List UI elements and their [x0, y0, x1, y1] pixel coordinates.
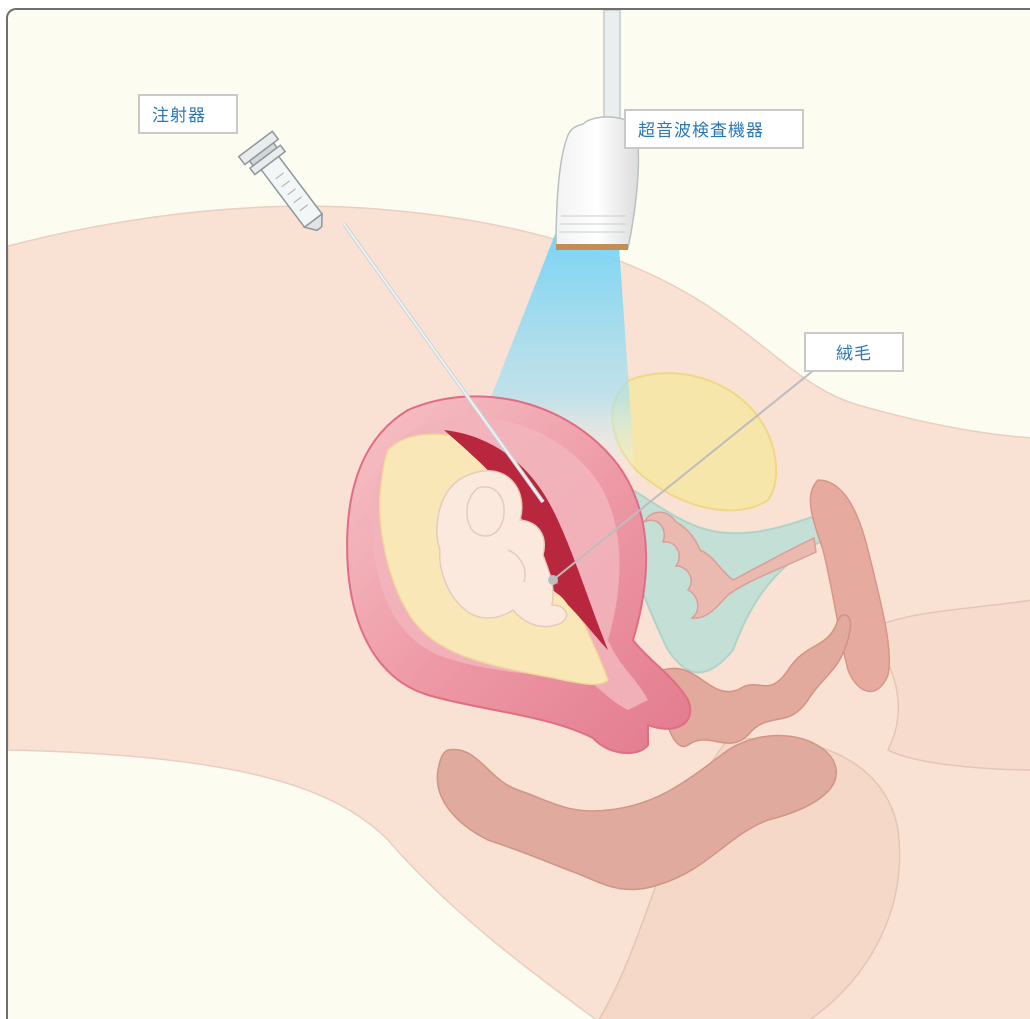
- illustration-frame: 注射器 超音波検査機器 絨毛: [6, 8, 1030, 1019]
- villi-label: 絨毛: [804, 332, 904, 372]
- villi-pointer-dot: [548, 575, 558, 585]
- pregnancy-cross-section-diagram: [8, 10, 1030, 1019]
- ultrasound-device-label: 超音波検査機器: [624, 109, 804, 149]
- syringe-label: 注射器: [138, 94, 238, 134]
